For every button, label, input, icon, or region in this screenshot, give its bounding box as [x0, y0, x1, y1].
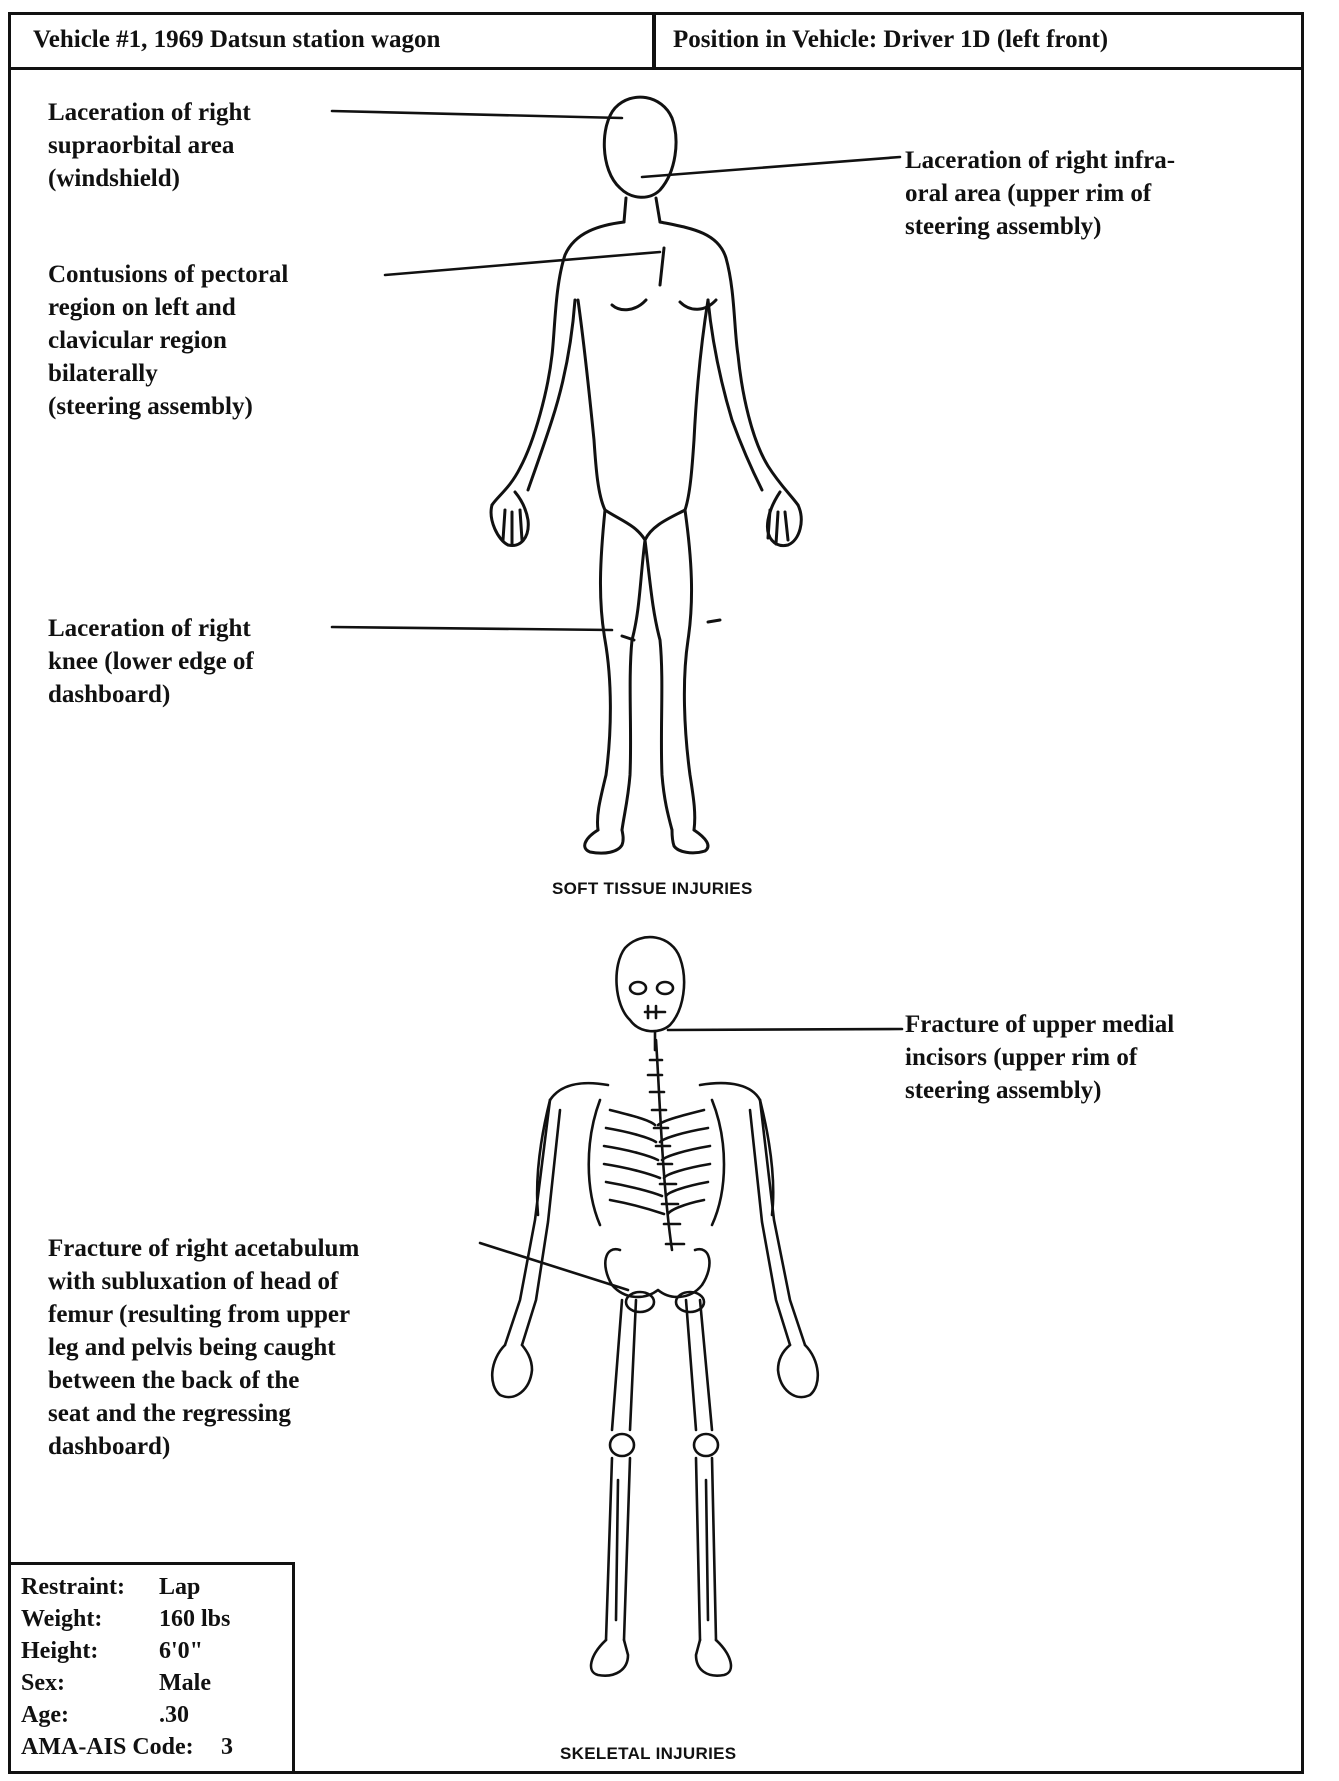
info-value: .30 — [159, 1699, 189, 1731]
info-value: 6'0" — [159, 1635, 203, 1667]
right-arm-bones — [750, 1100, 805, 1345]
left-arm-bones — [505, 1100, 560, 1345]
info-key: Height: — [21, 1635, 159, 1667]
ribcage — [589, 1100, 724, 1225]
pelvis — [605, 1249, 709, 1297]
leader-infraoral — [642, 157, 900, 177]
info-key: AMA-AIS Code: — [21, 1731, 221, 1763]
injury-label-pectoral: Contusions of pectoral region on left an… — [48, 258, 288, 423]
info-value: 160 lbs — [159, 1603, 230, 1635]
info-value: 3 — [221, 1731, 233, 1763]
head-outline — [604, 97, 676, 197]
right-tibia — [696, 1458, 716, 1640]
injury-label-supraorbital: Laceration of right supraorbital area (w… — [48, 96, 251, 195]
skull-outline — [616, 937, 684, 1031]
right-foot — [672, 830, 708, 853]
info-value: Male — [159, 1667, 211, 1699]
left-tibia — [606, 1458, 630, 1640]
injury-label-knee: Laceration of right knee (lower edge of … — [48, 612, 254, 711]
info-key: Sex: — [21, 1667, 159, 1699]
info-row-sex: Sex:Male — [21, 1667, 292, 1699]
info-row-ais-code: AMA-AIS Code:3 — [21, 1731, 292, 1763]
occupant-info-box: Restraint:Lap Weight:160 lbs Height:6'0"… — [8, 1562, 295, 1774]
info-row-age: Age:.30 — [21, 1699, 292, 1731]
body-outline-figure — [491, 97, 801, 853]
soft-tissue-caption: SOFT TISSUE INJURIES — [552, 879, 753, 899]
info-value: Lap — [159, 1571, 200, 1603]
info-key: Restraint: — [21, 1571, 159, 1603]
skeleton-figure — [492, 937, 818, 1676]
left-leg — [597, 510, 610, 830]
leader-pectoral — [385, 252, 660, 275]
info-row-height: Height:6'0" — [21, 1635, 292, 1667]
info-key: Age: — [21, 1699, 159, 1731]
right-femur — [686, 1300, 712, 1430]
info-row-restraint: Restraint:Lap — [21, 1571, 292, 1603]
leader-supraorbital — [332, 111, 622, 118]
left-femur — [612, 1300, 636, 1430]
injury-label-acetabulum: Fracture of right acetabulum with sublux… — [48, 1232, 359, 1463]
injury-label-infraoral: Laceration of right infra- oral area (up… — [905, 144, 1175, 243]
leader-lines — [332, 111, 902, 1290]
info-row-weight: Weight:160 lbs — [21, 1603, 292, 1635]
info-key: Weight: — [21, 1603, 159, 1635]
left-foot — [585, 830, 623, 853]
leader-incisors — [668, 1029, 902, 1030]
leader-knee — [332, 627, 612, 630]
skeletal-caption: SKELETAL INJURIES — [560, 1744, 736, 1764]
right-leg — [684, 510, 694, 830]
injury-label-incisors: Fracture of upper medial incisors (upper… — [905, 1008, 1174, 1107]
